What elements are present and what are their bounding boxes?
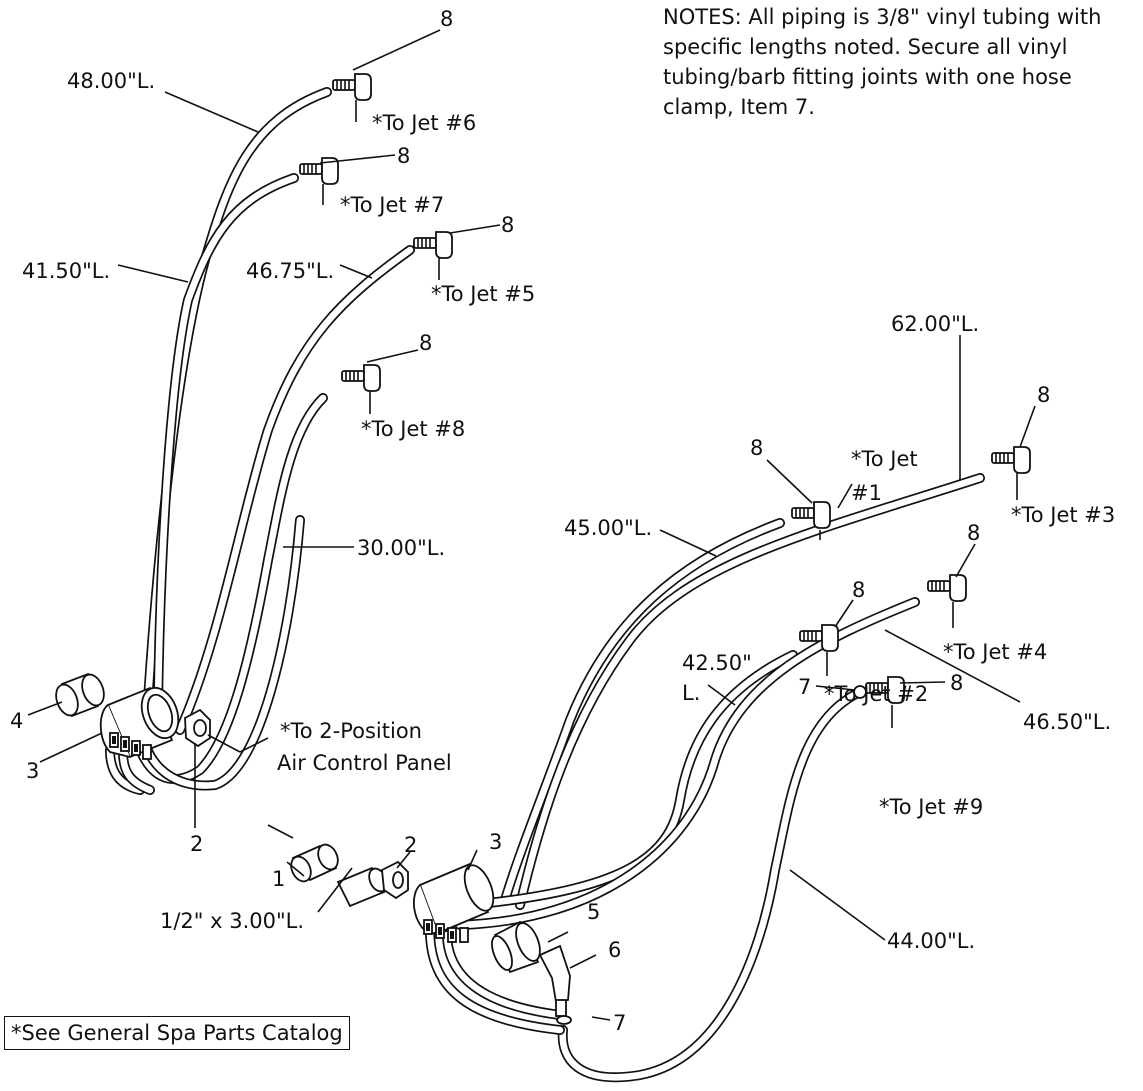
reducer-item5 xyxy=(491,920,541,974)
tube-41-50 xyxy=(153,173,299,710)
length-label-46-50: 46.50"L. xyxy=(1023,710,1111,734)
barb-fitting-jet5 xyxy=(413,231,453,259)
tube-46-75 xyxy=(175,245,415,735)
item-label-5: 5 xyxy=(587,900,600,924)
jet-label-1-line2: #1 xyxy=(851,481,882,505)
item-label-6: 6 xyxy=(608,938,621,962)
item-label-8: 8 xyxy=(750,436,763,460)
barb-fitting-jet3 xyxy=(991,446,1031,474)
item-label-8: 8 xyxy=(950,671,963,695)
item-label-8: 8 xyxy=(397,144,410,168)
air-panel-label-line1: *To 2-Position xyxy=(280,719,422,743)
leader-lines xyxy=(27,29,1036,1021)
item-label-4: 4 xyxy=(10,709,23,733)
clamp-item7 xyxy=(853,685,867,699)
item-label-8: 8 xyxy=(852,578,865,602)
item-label-1: 1 xyxy=(272,867,285,891)
jet-label-2: *To Jet #2 xyxy=(824,682,928,706)
length-label-41-50: 41.50"L. xyxy=(22,259,110,283)
barb-fitting-jet7 xyxy=(299,157,339,185)
item-label-7: 7 xyxy=(613,1011,626,1035)
right-manifold xyxy=(413,862,495,943)
barb-fitting-jet1 xyxy=(791,501,831,529)
jet-label-5: *To Jet #5 xyxy=(431,282,535,306)
air-panel-label-line2: Air Control Panel xyxy=(277,751,452,775)
notes-text: NOTES: All piping is 3/8" vinyl tubing w… xyxy=(663,5,1102,119)
barb-fitting-jet2 xyxy=(799,624,839,652)
length-label-42-50-line2: L. xyxy=(682,681,700,705)
barb-fitting-jet8 xyxy=(341,364,381,392)
barb-fitting-jet9 xyxy=(865,676,905,704)
left-manifold xyxy=(99,686,180,760)
left-nut xyxy=(184,708,211,748)
item-label-8: 8 xyxy=(419,331,432,355)
jet-label-3: *To Jet #3 xyxy=(1011,503,1115,527)
barb-fitting-jet4 xyxy=(927,574,967,602)
item-label-8: 8 xyxy=(501,213,514,237)
pipe-label: 1/2" x 3.00"L. xyxy=(160,909,304,933)
jet-label-8: *To Jet #8 xyxy=(361,417,465,441)
jet-label-6: *To Jet #6 xyxy=(372,111,476,135)
jet-label-4: *To Jet #4 xyxy=(943,640,1047,664)
coupling-item1 xyxy=(290,843,339,883)
left-end-cap xyxy=(55,672,105,718)
elbow-item6 xyxy=(538,944,572,1025)
item-label-2: 2 xyxy=(404,833,417,857)
vinyl-tubing-group xyxy=(105,87,985,1083)
length-label-48: 48.00"L. xyxy=(67,69,155,93)
diagram-labels: 8 48.00"L. *To Jet #6 8 *To Jet #7 41.50… xyxy=(10,7,1115,1035)
item-label-2: 2 xyxy=(190,832,203,856)
jet-label-1-line1: *To Jet xyxy=(851,447,918,471)
length-label-46-75: 46.75"L. xyxy=(246,259,334,283)
item-label-8: 8 xyxy=(1037,383,1050,407)
jet-label-7: *To Jet #7 xyxy=(340,193,444,217)
length-label-62: 62.00"L. xyxy=(891,312,979,336)
item-label-3: 3 xyxy=(489,830,502,854)
item-label-3: 3 xyxy=(26,759,39,783)
length-label-44: 44.00"L. xyxy=(887,929,975,953)
length-label-42-50-line1: 42.50" xyxy=(682,651,752,675)
item-label-8: 8 xyxy=(967,521,980,545)
item-label-8: 8 xyxy=(440,7,453,31)
item-label-7: 7 xyxy=(798,675,811,699)
catalog-note-box: *See General Spa Parts Catalog xyxy=(4,1016,350,1050)
length-label-30: 30.00"L. xyxy=(357,536,445,560)
barb-fitting-jet6 xyxy=(332,73,372,101)
length-label-45: 45.00"L. xyxy=(564,516,652,540)
jet-label-9: *To Jet #9 xyxy=(879,795,983,819)
center-nut xyxy=(381,860,409,900)
